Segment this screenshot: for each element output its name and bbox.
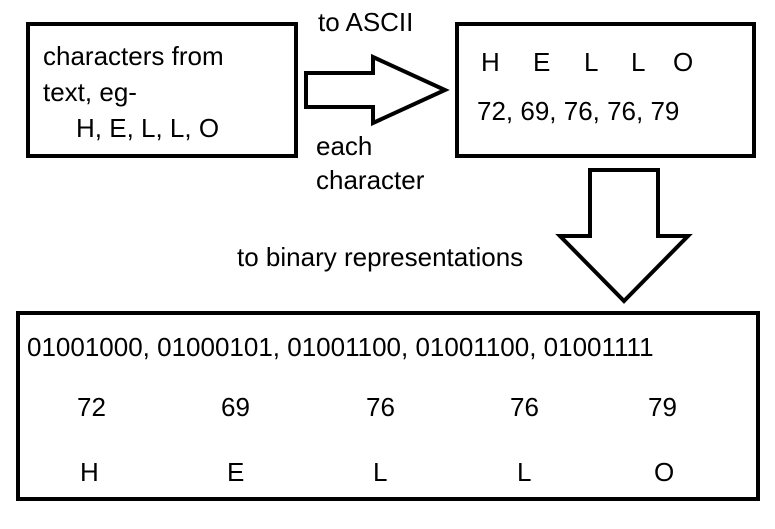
ascii-codes-line: 72, 69, 76, 76, 79: [477, 96, 680, 126]
source-text-box: [26, 22, 298, 158]
binary-letter-o: O: [654, 457, 675, 487]
binary-letter-e: E: [227, 457, 245, 487]
down-arrow-icon: [555, 168, 693, 304]
binary-box: [16, 311, 760, 501]
source-line-1: characters from: [43, 41, 224, 71]
binary-letter-h: H: [80, 457, 99, 487]
ascii-letter-l2: L: [631, 47, 646, 77]
ascii-letter-l1: L: [584, 47, 599, 77]
label-each: each: [316, 131, 373, 161]
binary-letter-l2: L: [517, 457, 532, 487]
right-arrow-icon: [304, 53, 450, 127]
label-to-ascii: to ASCII: [318, 7, 414, 37]
binary-code-79: 79: [648, 392, 677, 422]
binary-code-69: 69: [221, 392, 250, 422]
binary-line: 01001000, 01000101, 01001100, 01001100, …: [27, 332, 654, 362]
ascii-letter-e: E: [533, 47, 551, 77]
ascii-box: [455, 22, 756, 158]
binary-letter-l1: L: [373, 457, 388, 487]
binary-code-76b: 76: [510, 392, 539, 422]
ascii-letter-o: O: [673, 47, 694, 77]
source-line-3: H, E, L, L, O: [76, 113, 220, 143]
ascii-letter-h: H: [481, 47, 500, 77]
binary-code-76a: 76: [366, 392, 395, 422]
label-character: character: [316, 165, 425, 195]
label-to-binary: to binary representations: [237, 242, 524, 272]
binary-code-72: 72: [77, 392, 106, 422]
source-line-2: text, eg-: [43, 77, 137, 107]
